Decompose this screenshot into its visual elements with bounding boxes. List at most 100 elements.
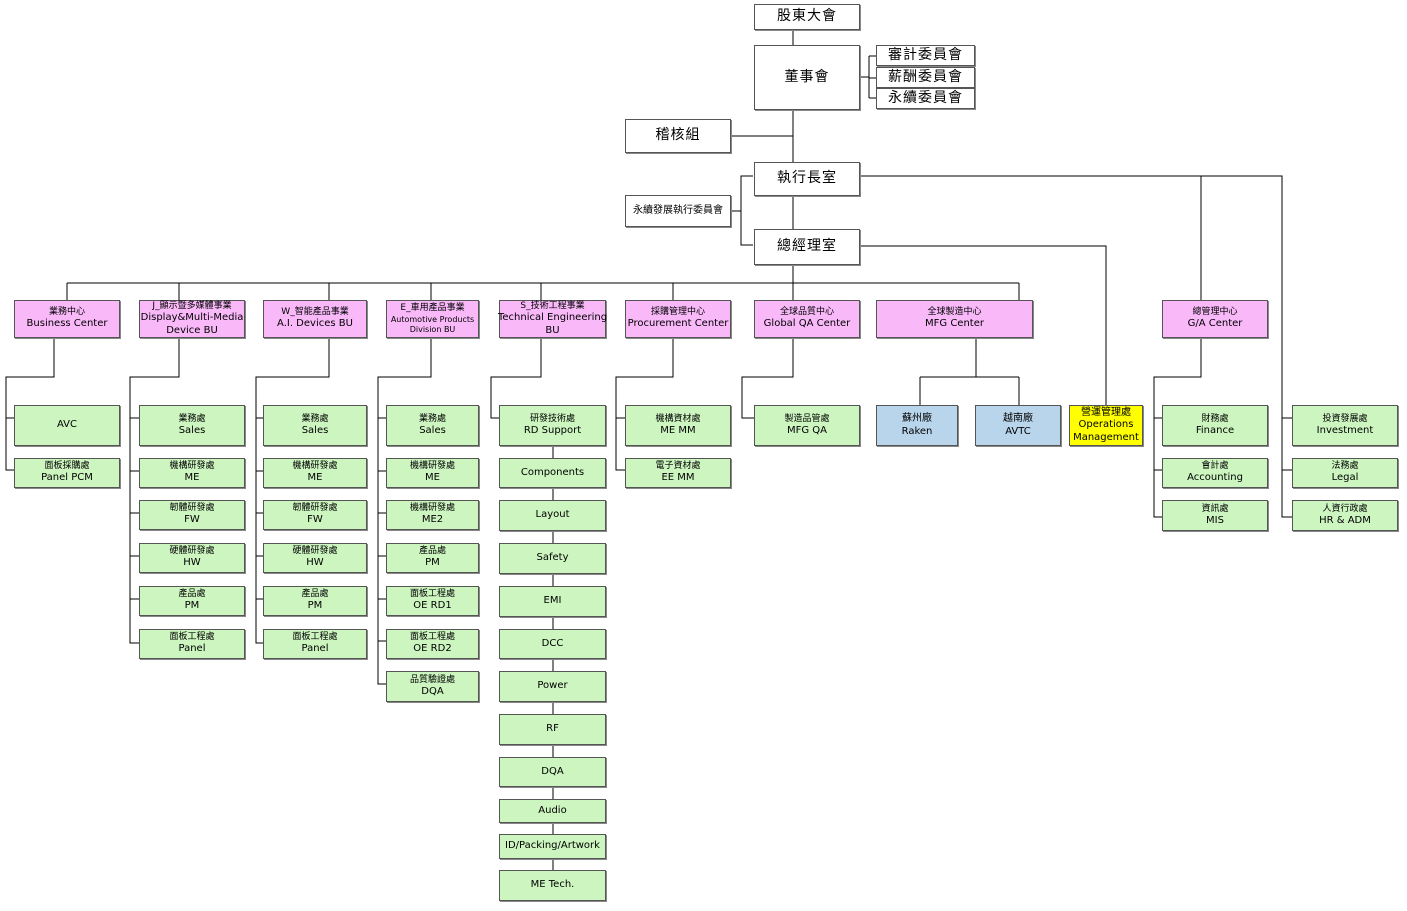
tech-engineering-bu-zh: S_技術工程事業 (520, 300, 585, 311)
ai-dept-hw: 硬體研發處 HW (263, 543, 367, 573)
auto-dept-oe-rd2: 面板工程處 OE RD2 (386, 629, 479, 659)
ga-center-box: 總管理中心 G/A Center (1162, 300, 1268, 338)
ops-zh: 營運管理處 (1081, 406, 1131, 418)
dept-zh: 硬體研發處 (169, 546, 215, 557)
dept-en: EMI (543, 595, 562, 607)
plant-en: AVTC (1005, 425, 1031, 437)
procurement-center-zh: 採購管理中心 (650, 307, 705, 318)
ops-en2: Management (1073, 431, 1139, 443)
tech-dept-audio: Audio (499, 799, 606, 823)
ga-center-zh: 總管理中心 (1192, 307, 1238, 318)
business-center-zh: 業務中心 (48, 307, 85, 318)
dept-zh: 財務處 (1201, 413, 1229, 424)
dept-en: MIS (1206, 514, 1224, 526)
plant-zh: 越南廠 (1003, 413, 1033, 424)
display-dept-sales: 業務處 Sales (139, 405, 245, 446)
dept-en: EE MM (661, 472, 695, 484)
dept-zh: 業務處 (301, 413, 329, 424)
tech-dept-rd-support: 研發技術處 RD Support (499, 405, 606, 446)
dept-zh: 業務處 (178, 413, 206, 424)
operations-management-box: 營運管理處 Operations Management (1069, 405, 1143, 446)
ga-dept-accounting: 會計處 Accounting (1162, 458, 1268, 488)
ga-center-en: G/A Center (1187, 318, 1243, 330)
auto-dept-me2: 機構研發處 ME2 (386, 500, 479, 530)
dept-zh: 面板工程處 (409, 589, 455, 600)
dept-en: Safety (536, 552, 569, 564)
dept-en: ME Tech. (530, 879, 575, 891)
dept-en: Legal (1331, 472, 1359, 484)
ai-dept-fw: 韌體研發處 FW (263, 500, 367, 530)
ai-devices-bu-zh: W_智能產品事業 (281, 307, 349, 318)
dept-zh: 韌體研發處 (169, 503, 215, 514)
dept-en: FW (307, 514, 323, 526)
procurement-center-box: 採購管理中心 Procurement Center (625, 300, 731, 338)
business-center-en: Business Center (26, 318, 108, 330)
dept-en: MFG QA (786, 424, 828, 436)
ga-dept-mis: 資訊處 MIS (1162, 500, 1268, 531)
tech-engineering-bu-en: Technical Engineering (497, 312, 608, 324)
board-box: 董事會 (754, 45, 860, 110)
global-qa-center-box: 全球品質中心 Global QA Center (754, 300, 860, 338)
auto-dept-me: 機構研發處 ME (386, 458, 479, 488)
tech-dept-id-packing-artwork: ID/Packing/Artwork (499, 834, 606, 859)
internal-audit-label: 稽核組 (655, 127, 701, 144)
dept-en: AVC (56, 419, 78, 431)
ceo-dept-investment: 投資發展處 Investment (1292, 405, 1398, 446)
internal-audit-box: 稽核組 (625, 119, 731, 153)
automotive-bu-en: Automotive Products (390, 314, 475, 324)
tech-engineering-bu-box: S_技術工程事業 Technical Engineering BU (497, 300, 608, 338)
dept-zh: 機構資材處 (655, 413, 701, 424)
ai-devices-bu-en: A.I. Devices BU (277, 318, 353, 330)
dept-en: Accounting (1187, 472, 1243, 484)
dept-zh: 投資發展處 (1322, 413, 1368, 424)
auto-dept-pm: 產品處 PM (386, 543, 479, 573)
dept-en: ME (307, 472, 323, 484)
dept-en: PM (307, 600, 323, 612)
ai-dept-sales: 業務處 Sales (263, 405, 367, 446)
dept-en: OE RD2 (413, 643, 452, 655)
display-bu-zh: J_顯示暨多媒體事業 (152, 300, 232, 311)
display-dept-hw: 硬體研發處 HW (139, 543, 245, 573)
tech-engineering-bu-en2: BU (545, 324, 560, 336)
plant-en: Raken (901, 425, 933, 437)
automotive-bu-zh: E_車用產品事業 (400, 303, 465, 314)
tech-dept-components: Components (499, 458, 606, 488)
business-dept-avc: AVC (14, 405, 120, 446)
dept-en: DQA (541, 765, 564, 777)
dept-zh: 人資行政處 (1322, 503, 1368, 514)
display-bu-box: J_顯示暨多媒體事業 Display&Multi-Media Device BU (139, 300, 245, 338)
display-dept-panel: 面板工程處 Panel (139, 629, 245, 659)
dept-zh: 製造品管處 (784, 413, 830, 424)
dept-en: ME MM (660, 424, 696, 436)
dept-en: DCC (541, 637, 564, 649)
dept-zh: 產品處 (301, 589, 329, 600)
dept-en: OE RD1 (413, 600, 452, 612)
procurement-dept-ee-mm: 電子資材處 EE MM (625, 458, 731, 488)
global-qa-center-en: Global QA Center (763, 318, 851, 330)
dept-en: HW (183, 557, 201, 569)
dept-zh: 法務處 (1331, 461, 1359, 472)
dept-zh: 業務處 (418, 413, 446, 424)
ai-devices-bu-box: W_智能產品事業 A.I. Devices BU (263, 300, 367, 338)
dept-en: Sales (301, 424, 329, 436)
sustainable-dev-committee-label: 永續發展執行委員會 (633, 204, 723, 216)
dept-en: RD Support (523, 424, 582, 436)
ai-dept-panel: 面板工程處 Panel (263, 629, 367, 659)
plant-zh: 蘇州廠 (902, 413, 932, 424)
ceo-office-label: 執行長室 (777, 170, 837, 187)
tech-dept-emi: EMI (499, 586, 606, 617)
ops-en: Operations (1078, 419, 1134, 431)
display-dept-me: 機構研發處 ME (139, 458, 245, 488)
dept-en: HW (306, 557, 324, 569)
dept-en: Sales (178, 424, 206, 436)
mfg-center-en: MFG Center (925, 318, 984, 330)
ceo-dept-hr-adm: 人資行政處 HR & ADM (1292, 500, 1398, 531)
dept-en: FW (184, 514, 200, 526)
tech-dept-me-tech: ME Tech. (499, 870, 606, 901)
display-bu-en2: Device BU (166, 324, 218, 336)
dept-en: Power (537, 680, 568, 692)
dept-en: Audio (538, 804, 567, 816)
auto-dept-oe-rd1: 面板工程處 OE RD1 (386, 586, 479, 616)
business-center-box: 業務中心 Business Center (14, 300, 120, 338)
mfg-center-box: 全球製造中心 MFG Center (876, 300, 1033, 338)
